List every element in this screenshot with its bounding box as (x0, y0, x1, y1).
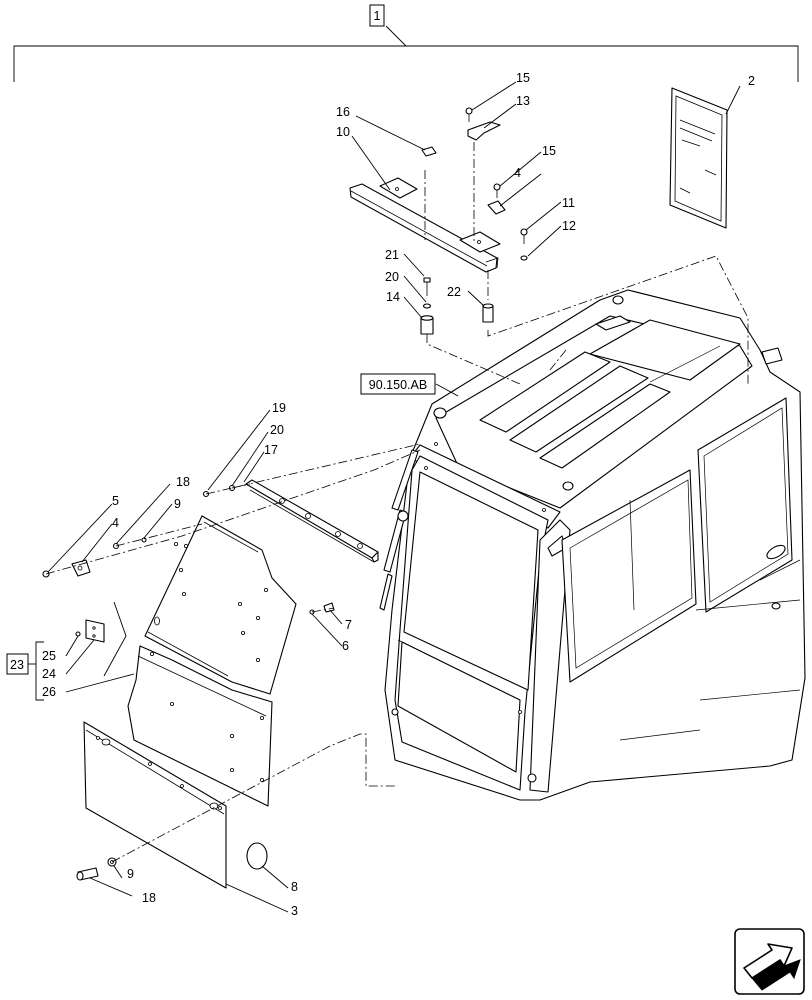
callout-2: 2 (748, 74, 755, 88)
callout-18-lower: 18 (142, 891, 156, 905)
subassembly-group: 23 25 24 26 (6, 641, 56, 701)
callout-15-lower: 15 (542, 144, 556, 158)
callout-8: 8 (291, 880, 298, 894)
callout-14: 14 (386, 290, 400, 304)
cross-beam (349, 177, 501, 273)
callout-labels: 2 3 4 4 5 6 7 8 9 9 10 11 12 13 14 15 15… (112, 71, 755, 918)
callout-4-left: 4 (112, 516, 119, 530)
callout-4-upper: 4 (514, 166, 521, 180)
callout-9-lower: 9 (127, 867, 134, 881)
callout-16: 16 (336, 105, 350, 119)
clamp-part-upper (487, 183, 506, 215)
callout-12: 12 (562, 219, 576, 233)
hinge-part (75, 601, 127, 677)
callout-26: 26 (42, 685, 56, 699)
callout-10: 10 (336, 125, 350, 139)
bottom-bolt (76, 857, 117, 881)
assembly-bracket: 1 (13, 4, 799, 82)
mounting-rail (245, 479, 379, 563)
callout-24: 24 (42, 667, 56, 681)
callout-11: 11 (562, 196, 575, 210)
bolt-nut-set (520, 228, 528, 261)
spacer-stack (420, 277, 434, 335)
section-ref-label: 90.150.AB (369, 378, 427, 392)
callout-18-upper: 18 (176, 475, 190, 489)
cab-body (379, 289, 806, 801)
alignment-lines (45, 142, 749, 863)
clip-part (421, 146, 437, 157)
callout-5: 5 (112, 494, 119, 508)
callout-25: 25 (42, 649, 56, 663)
callout-21: 21 (385, 248, 399, 262)
leader-lines (47, 81, 741, 913)
lower-panel (127, 645, 273, 807)
callout-13: 13 (516, 94, 530, 108)
bracket-part (465, 107, 501, 141)
callout-17: 17 (264, 443, 278, 457)
manual-booklet (669, 87, 728, 229)
upper-panel (144, 515, 297, 695)
callout-6: 6 (342, 639, 349, 653)
callout-9-upper: 9 (174, 497, 181, 511)
arrow-right-icon[interactable] (734, 928, 805, 995)
callout-15-upper: 15 (516, 71, 530, 85)
oval-cover (246, 842, 268, 870)
callout-20-left: 20 (270, 423, 284, 437)
subassembly-ref-label: 23 (10, 658, 24, 672)
section-ref[interactable]: 90.150.AB (360, 373, 459, 397)
spacer-22 (482, 303, 494, 323)
callout-22: 22 (447, 285, 461, 299)
callout-19: 19 (272, 401, 286, 415)
callout-20-stack: 20 (385, 270, 399, 284)
clamp-part-left (42, 559, 91, 578)
assembly-ref-label: 1 (374, 9, 381, 23)
bottom-plate (83, 721, 227, 889)
callout-7: 7 (345, 618, 352, 632)
callout-3: 3 (291, 904, 298, 918)
